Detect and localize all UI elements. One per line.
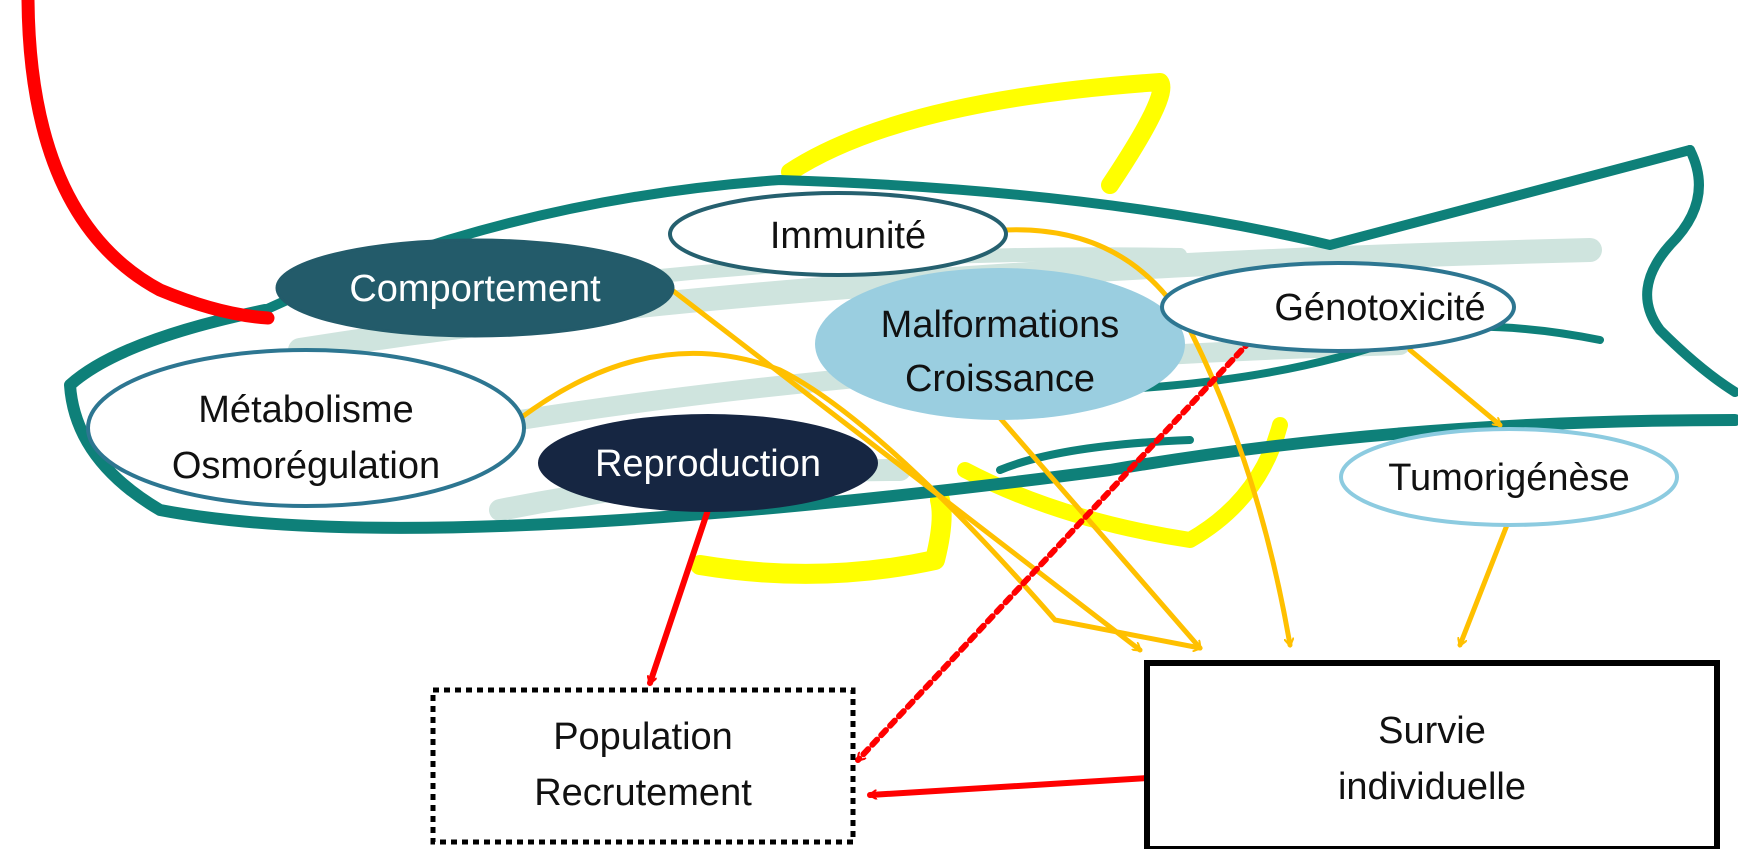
label-survie: Survie [1378, 710, 1486, 752]
red-arrows [21, 0, 1271, 795]
label-population: Population [553, 716, 733, 758]
node-population: Population Recrutement [430, 687, 856, 845]
arrow-tumorigenese-survie [1460, 522, 1510, 645]
label-reproduction: Reproduction [595, 443, 821, 485]
arrow-reproduction-population [650, 507, 711, 686]
arrow-metabolisme-survie [515, 350, 1200, 648]
arrow-incoming-stressor [21, 0, 275, 325]
label-croissance: Croissance [905, 358, 1095, 400]
label-comportement: Comportement [349, 268, 601, 310]
node-immunite: Immunité [668, 191, 1008, 277]
node-tumorigenese: Tumorigénèse [1339, 427, 1679, 527]
node-genotoxicite: Génotoxicité [1160, 261, 1516, 353]
node-reproduction: Reproduction [538, 414, 878, 512]
label-genotoxicite: Génotoxicité [1274, 287, 1485, 329]
orange-arrows [515, 227, 1510, 653]
arrow-genotoxicite-tumorigenese [1407, 347, 1503, 428]
label-osmoregulation: Osmorégulation [172, 445, 440, 487]
label-recrutement: Recrutement [534, 772, 752, 814]
label-individuelle: individuelle [1338, 766, 1526, 808]
node-metabolisme: Métabolisme Osmorégulation [86, 348, 526, 508]
arrow-immunite-survie [1002, 227, 1290, 645]
arrow-survie-population [867, 775, 1151, 795]
arrow-malformations-survie [997, 415, 1203, 651]
node-comportement: Comportement [275, 238, 675, 338]
node-survie: Survie individuelle [1144, 660, 1720, 849]
label-immunite: Immunité [770, 215, 926, 257]
fish-fins [690, 73, 1288, 584]
arrow-genotoxicite-population-dotted [855, 319, 1271, 763]
label-malformations: Malformations [881, 304, 1120, 346]
label-tumorigenese: Tumorigénèse [1388, 457, 1630, 499]
label-metabolisme: Métabolisme [198, 389, 413, 431]
node-malformations: Malformations Croissance [815, 268, 1185, 420]
arrow-comportement-survie [669, 287, 1143, 653]
